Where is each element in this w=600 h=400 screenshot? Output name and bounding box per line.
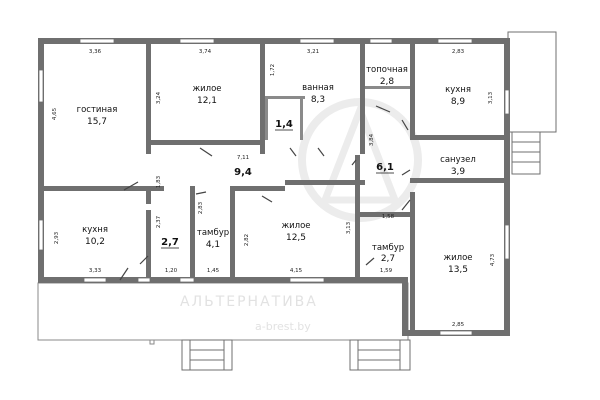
dim-2-93: 2,93: [54, 231, 60, 244]
room-labels: гостиная 15,7 жилое 12,1 ванная 8,3 1,4 …: [77, 65, 476, 275]
room-furnace-name: топочная: [366, 65, 408, 75]
window: [83, 277, 107, 283]
dim-3-36: 3,36: [89, 49, 102, 55]
doors: [119, 105, 411, 281]
dim-7-11: 7,11: [237, 155, 249, 161]
dim-1-83: 1,83: [156, 175, 162, 188]
room-wc-name: санузел: [440, 155, 476, 165]
room-bed3-name: жилое: [443, 253, 472, 263]
watermark-text: АЛЬТЕРНАТИВА: [180, 294, 318, 310]
window: [38, 219, 44, 251]
dim-2-85: 2,85: [452, 322, 465, 328]
door: [401, 119, 409, 131]
door: [139, 255, 149, 265]
door: [199, 147, 213, 157]
room-bed1-area: 12,1: [197, 96, 217, 106]
door: [195, 191, 207, 195]
room-bath-name: ванная: [302, 83, 334, 93]
room-kitchen-right-area: 8,9: [451, 97, 466, 107]
room-vest2-area: 2,7: [381, 254, 395, 264]
dim-3-24: 3,24: [156, 91, 162, 104]
room-vest1-area: 4,1: [206, 240, 220, 250]
dim-3-13-center: 3,13: [346, 221, 352, 234]
door: [123, 181, 139, 191]
area-underlines: [161, 129, 394, 249]
front-steps-right: [349, 339, 411, 371]
dim-3-21: 3,21: [307, 49, 319, 55]
window: [79, 38, 115, 44]
door: [317, 147, 325, 157]
dim-2-83-vest: 2,83: [198, 201, 204, 214]
terrace: [37, 282, 409, 345]
dim-3-84: 3,84: [369, 133, 375, 146]
side-steps: [507, 31, 557, 175]
dim-4-15: 4,15: [290, 268, 303, 274]
room-bed2-area: 12,5: [286, 233, 306, 243]
window: [369, 38, 393, 44]
dim-4-65: 4,65: [52, 107, 58, 120]
room-small-area: 2,7: [161, 237, 179, 248]
room-furnace-area: 2,8: [380, 77, 395, 87]
dim-3-33: 3,33: [89, 268, 102, 274]
dim-2-83-top: 2,83: [452, 49, 465, 55]
door: [401, 169, 411, 176]
dim-1-72: 1,72: [270, 64, 276, 76]
room-bed3-area: 13,5: [448, 265, 468, 275]
room-living-area: 15,7: [87, 117, 107, 127]
interior-walls: [44, 38, 505, 332]
door: [119, 267, 129, 281]
room-kitchen-left-area: 10,2: [85, 237, 105, 247]
room-wc-area: 3,9: [451, 167, 466, 177]
dim-3-74: 3,74: [199, 49, 212, 55]
dim-1-59: 1,59: [380, 268, 393, 274]
room-kitchen-left-name: кухня: [82, 225, 108, 235]
room-bath-area: 8,3: [311, 95, 325, 105]
window: [179, 38, 215, 44]
dim-2-37: 2,37: [156, 215, 162, 228]
room-vest2-name: тамбур: [372, 243, 404, 253]
window: [439, 330, 473, 336]
door: [375, 105, 391, 113]
room-corridor-area: 9,4: [234, 167, 252, 178]
door: [289, 147, 297, 157]
window: [179, 277, 195, 283]
front-steps-left: [181, 339, 233, 371]
windows: [38, 38, 510, 336]
window: [137, 277, 151, 283]
door: [401, 199, 411, 211]
room-living-name: гостиная: [77, 105, 118, 115]
dim-3-13-right: 3,13: [488, 91, 494, 104]
room-closet-area: 1,4: [275, 119, 293, 130]
dim-2-82: 2,82: [244, 234, 250, 246]
dim-1-20: 1,20: [165, 268, 178, 274]
window: [299, 38, 335, 44]
dim-1-58: 1,58: [382, 214, 395, 220]
room-vest1-name: тамбур: [197, 228, 229, 238]
room-bed1-name: жилое: [192, 84, 221, 94]
dim-1-45: 1,45: [207, 268, 220, 274]
room-kitchen-right-name: кухня: [445, 85, 471, 95]
door: [365, 257, 375, 266]
door: [261, 195, 273, 203]
room-hall-area: 6,1: [376, 162, 394, 173]
door: [351, 159, 357, 166]
window: [504, 224, 510, 260]
watermark-url: a-brest.by: [255, 320, 311, 333]
room-bed2-name: жилое: [281, 221, 310, 231]
window: [504, 89, 510, 115]
dim-4-73: 4,73: [490, 253, 496, 266]
dimension-labels: 3,36 3,74 3,21 2,83 3,24 1,72 3,13 4,65 …: [52, 49, 496, 328]
window: [38, 69, 44, 103]
window: [437, 38, 473, 44]
window: [289, 277, 325, 283]
